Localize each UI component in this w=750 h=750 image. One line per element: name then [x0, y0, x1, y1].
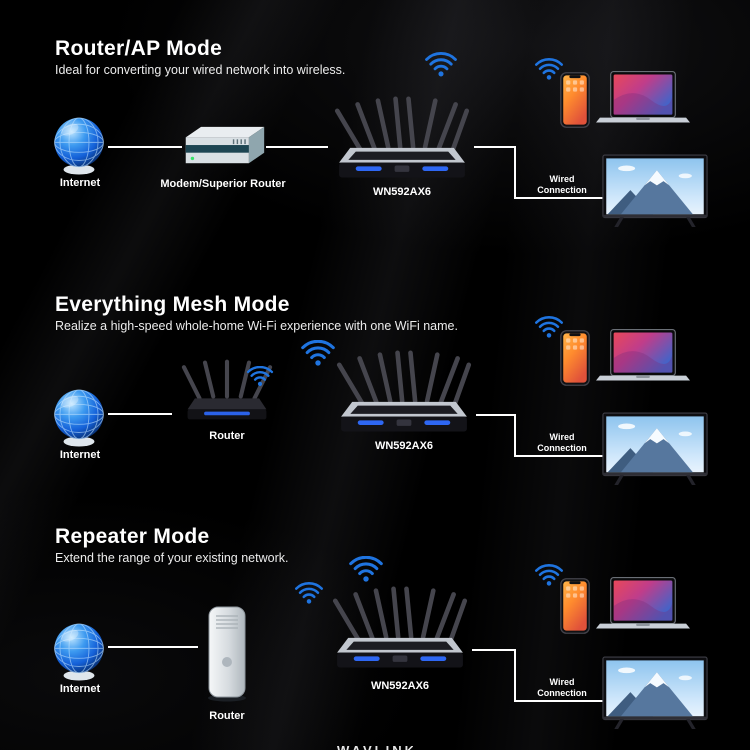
router-wn592ax6-icon	[328, 96, 476, 184]
tv-icon	[602, 656, 708, 730]
connector-line	[108, 146, 182, 148]
wired-label-line1: Wired	[549, 677, 575, 687]
connector-line	[266, 146, 328, 148]
wifi-icon	[294, 582, 324, 605]
section-subtitle: Extend the range of your existing networ…	[55, 550, 289, 565]
brand-logo-text: WAVLINK	[337, 743, 413, 750]
internet-label: Internet	[59, 449, 101, 461]
laptop-icon	[596, 576, 690, 630]
wired-label-line1: Wired	[549, 174, 575, 184]
wifi-icon	[246, 366, 274, 387]
connector-line	[514, 455, 604, 457]
tower-router-label: Router	[209, 710, 245, 722]
section-title: Everything Mesh Mode	[55, 293, 290, 317]
wired-connection-label: Wired Connection	[532, 432, 592, 455]
modem-icon	[185, 126, 265, 164]
connector-line	[108, 413, 172, 415]
tower-router-icon	[207, 606, 247, 703]
internet-label: Internet	[59, 683, 101, 695]
smartphone-icon	[560, 72, 590, 128]
wifi-icon	[425, 52, 457, 78]
router-model-label: WN592AX6	[370, 680, 430, 692]
wired-connection-label: Wired Connection	[532, 677, 592, 700]
internet-globe-icon	[54, 623, 104, 682]
connector-line	[514, 414, 516, 457]
wifi-icon	[349, 556, 383, 583]
router-model-label: WN592AX6	[374, 440, 434, 452]
laptop-icon	[596, 328, 690, 382]
wired-label-line2: Connection	[537, 185, 587, 196]
wired-label-line2: Connection	[537, 688, 587, 699]
laptop-icon	[596, 70, 690, 124]
connector-line	[476, 414, 516, 416]
section-subtitle: Ideal for converting your wired network …	[55, 62, 346, 77]
tv-icon	[602, 412, 708, 486]
connector-line	[514, 146, 516, 199]
connector-line	[514, 649, 516, 702]
smartphone-icon	[560, 330, 590, 386]
tv-icon	[602, 154, 708, 228]
mesh-router-label: Router	[209, 430, 245, 442]
router-wn592ax6-icon	[326, 586, 474, 674]
section-title: Router/AP Mode	[55, 37, 223, 61]
connector-line	[514, 197, 604, 199]
internet-globe-icon	[54, 117, 104, 176]
wired-label-line1: Wired	[549, 432, 575, 442]
brand-logo: WAVLINK	[337, 742, 413, 750]
internet-globe-icon	[54, 389, 104, 448]
smartphone-icon	[560, 578, 590, 634]
wired-label-line2: Connection	[537, 443, 587, 454]
modem-label: Modem/Superior Router	[160, 178, 286, 190]
connector-line	[514, 700, 604, 702]
section-title: Repeater Mode	[55, 525, 210, 549]
router-wn592ax6-icon	[330, 350, 478, 438]
connector-line	[108, 646, 198, 648]
internet-label: Internet	[59, 177, 101, 189]
router-model-label: WN592AX6	[372, 186, 432, 198]
connector-line	[472, 649, 516, 651]
section-subtitle: Realize a high-speed whole-home Wi-Fi ex…	[55, 318, 458, 333]
wired-connection-label: Wired Connection	[532, 174, 592, 197]
connector-line	[474, 146, 516, 148]
